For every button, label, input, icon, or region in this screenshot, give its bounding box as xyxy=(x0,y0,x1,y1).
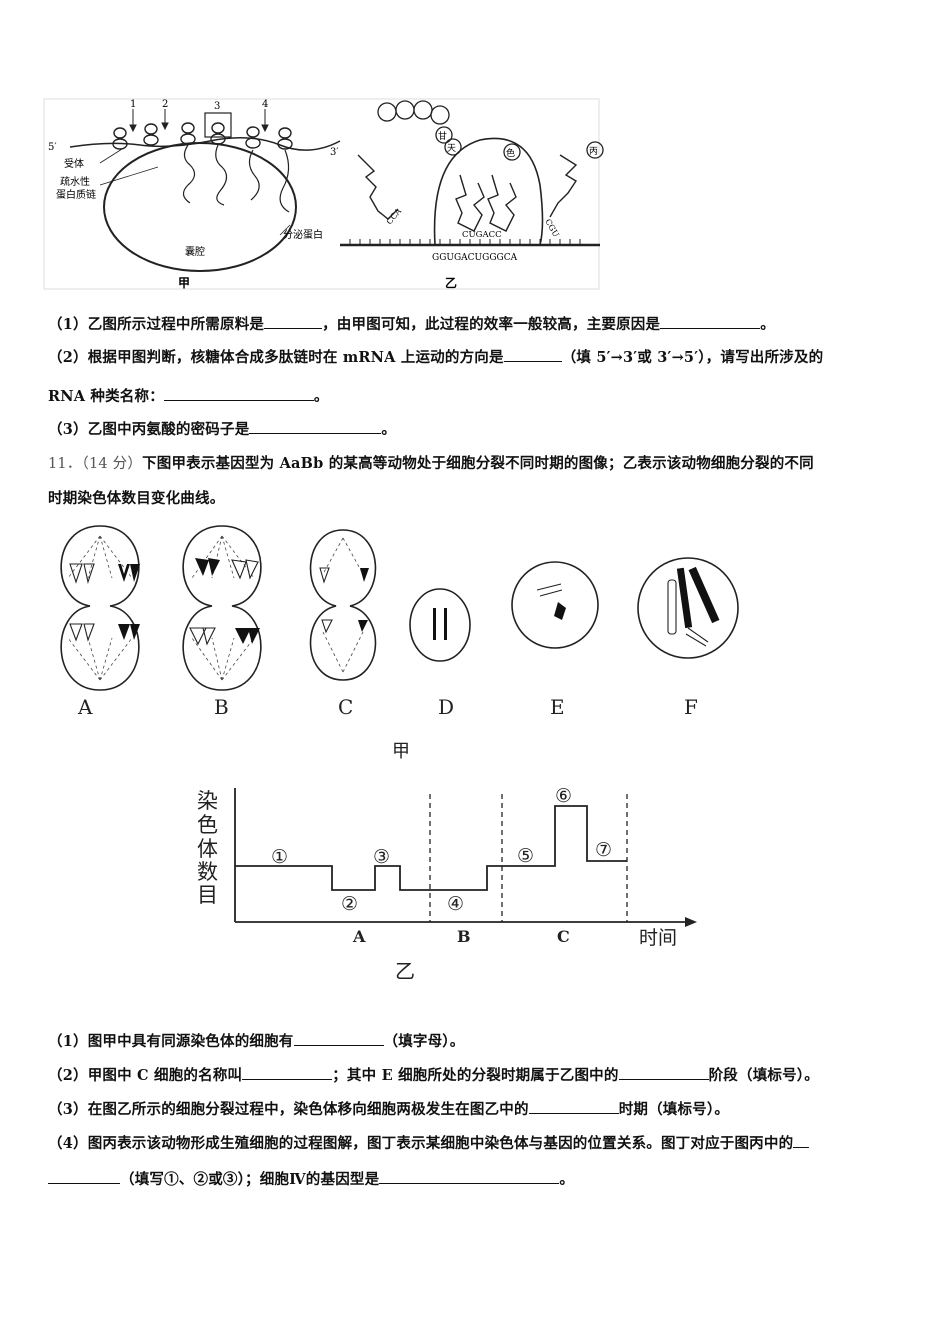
cell-a xyxy=(60,525,140,691)
aa-gan: 甘 xyxy=(438,130,447,142)
hydrophobic-label-1: 疏水性 xyxy=(60,175,90,188)
cell-d xyxy=(409,588,471,662)
aa-tian: 天 xyxy=(447,144,456,154)
figure-jia-caption: 甲 xyxy=(178,276,190,290)
figure-jia2-caption: 甲 xyxy=(392,741,410,762)
figure-translation: 1 2 3 4 5′ 3′ 受体 疏水性 蛋白质链 分泌蛋白 囊腔 甲 甘 天 … xyxy=(43,98,604,290)
q11-stem-line2: 时期染色体数目变化曲线。 xyxy=(48,490,225,507)
answer-blank[interactable] xyxy=(660,314,761,329)
segment-5: ⑤ xyxy=(517,845,534,867)
segment-2: ② xyxy=(341,893,358,915)
q11-part2: （2）甲图中 C 细胞的名称叫；其中 E 细胞所处的分裂时期属于乙图中的阶段（填… xyxy=(48,1065,819,1084)
marker-2: 2 xyxy=(162,99,168,110)
answer-blank[interactable] xyxy=(163,386,314,401)
cell-label-c: C xyxy=(338,695,354,719)
graph-xlabel: 时间 xyxy=(639,927,677,949)
answer-blank[interactable] xyxy=(618,1065,709,1080)
cell-label-a: A xyxy=(78,695,93,719)
answer-blank[interactable] xyxy=(249,419,382,434)
q10-part3: （3）乙图中丙氨酸的密码子是。 xyxy=(48,419,397,438)
marker-3: 3 xyxy=(214,101,220,112)
lumen-label: 囊腔 xyxy=(185,245,205,258)
answer-blank[interactable] xyxy=(793,1133,810,1148)
mrna-strand xyxy=(69,137,341,151)
chromosome-curve xyxy=(235,805,627,891)
chromosome-graph: 染色体数目 ① ② ③ ④ ⑤ ⑥ ⑦ A B C 时间 乙 xyxy=(197,785,697,980)
end-3-label: 3′ xyxy=(330,147,339,158)
svg-text:体: 体 xyxy=(197,837,218,861)
anticodon-cca: CCA xyxy=(385,207,404,227)
q11-part3: （3）在图乙所示的细胞分裂过程中，染色体移向细胞两极发生在图乙中的时期（填标号）… xyxy=(48,1099,730,1118)
q10-part1: （1）乙图所示过程中所需原料是，由甲图可知，此过程的效率一般较高，主要原因是。 xyxy=(48,314,775,333)
answer-blank[interactable] xyxy=(48,1169,120,1184)
segment-3: ③ xyxy=(373,846,390,868)
aa-se: 色 xyxy=(506,147,515,159)
er-lumen xyxy=(103,142,297,272)
cell-e xyxy=(511,561,599,649)
polypeptide-chains xyxy=(182,144,290,213)
marker-4: 4 xyxy=(262,99,268,110)
stage-b: B xyxy=(457,927,471,946)
segment-1: ① xyxy=(271,846,288,868)
segment-6: ⑥ xyxy=(555,785,572,807)
aa-bing: 丙 xyxy=(589,146,598,157)
graph-caption: 乙 xyxy=(395,959,415,980)
segment-4: ④ xyxy=(447,893,464,915)
ribosomes xyxy=(112,122,293,150)
q11-part4-line2: （填写①、②或③）；细胞Ⅳ的基因型是。 xyxy=(48,1168,574,1189)
answer-blank[interactable] xyxy=(242,1065,333,1080)
cell-label-b: B xyxy=(214,695,229,719)
cell-b xyxy=(182,525,262,691)
q10-part2-line1: （2）根据甲图判断，核糖体合成多肽链时在 mRNA 上运动的方向是（填 5′→3… xyxy=(48,347,824,366)
q11-part1: （1）图甲中具有同源染色体的细胞有（填字母）。 xyxy=(48,1031,465,1050)
cell-c xyxy=(309,529,377,681)
answer-blank[interactable] xyxy=(293,1031,384,1046)
svg-text:数: 数 xyxy=(197,860,218,884)
receptor-label: 受体 xyxy=(64,158,84,170)
segment-7: ⑦ xyxy=(595,839,612,861)
cell-f xyxy=(637,557,739,659)
secretory-protein-label: 分泌蛋白 xyxy=(283,228,323,241)
svg-text:目: 目 xyxy=(197,883,218,907)
anticodon-cugacc: CUGACC xyxy=(462,230,502,240)
hydrophobic-label-2: 蛋白质链 xyxy=(56,188,96,201)
q10-part2-line2: RNA 种类名称：。 xyxy=(48,386,329,405)
figure-cells xyxy=(60,525,739,691)
q11-part4-line1: （4）图丙表示该动物形成生殖细胞的过程图解，图丁表示某细胞中染色体与基因的位置关… xyxy=(48,1132,810,1153)
figure-ribosome: 甘 天 色 丙 CCA CUGACC CGU GGUGACUGGGCA 乙 xyxy=(340,100,604,290)
answer-blank[interactable] xyxy=(379,1169,560,1184)
cell-label-e: E xyxy=(550,695,565,719)
svg-text:色: 色 xyxy=(197,813,218,837)
answer-blank[interactable] xyxy=(264,314,323,329)
answer-blank[interactable] xyxy=(503,347,562,362)
q11-stem-line1: 11．（14 分）下图甲表示基因型为 AaBb 的某高等动物处于细胞分裂不同时期… xyxy=(48,455,814,472)
graph-ylabel: 染色体数目 xyxy=(197,789,218,907)
svg-text:染: 染 xyxy=(197,789,218,813)
mrna-sequence: GGUGACUGGGCA xyxy=(432,253,518,263)
cell-label-d: D xyxy=(438,695,455,719)
answer-blank[interactable] xyxy=(528,1099,619,1114)
anticodon-cgu: CGU xyxy=(543,218,561,239)
cell-label-f: F xyxy=(684,695,698,719)
end-5-label: 5′ xyxy=(48,142,57,153)
figure-yi-caption: 乙 xyxy=(445,276,457,290)
marker-1: 1 xyxy=(130,99,136,110)
stage-c: C xyxy=(557,927,570,946)
stage-a: A xyxy=(352,927,366,946)
